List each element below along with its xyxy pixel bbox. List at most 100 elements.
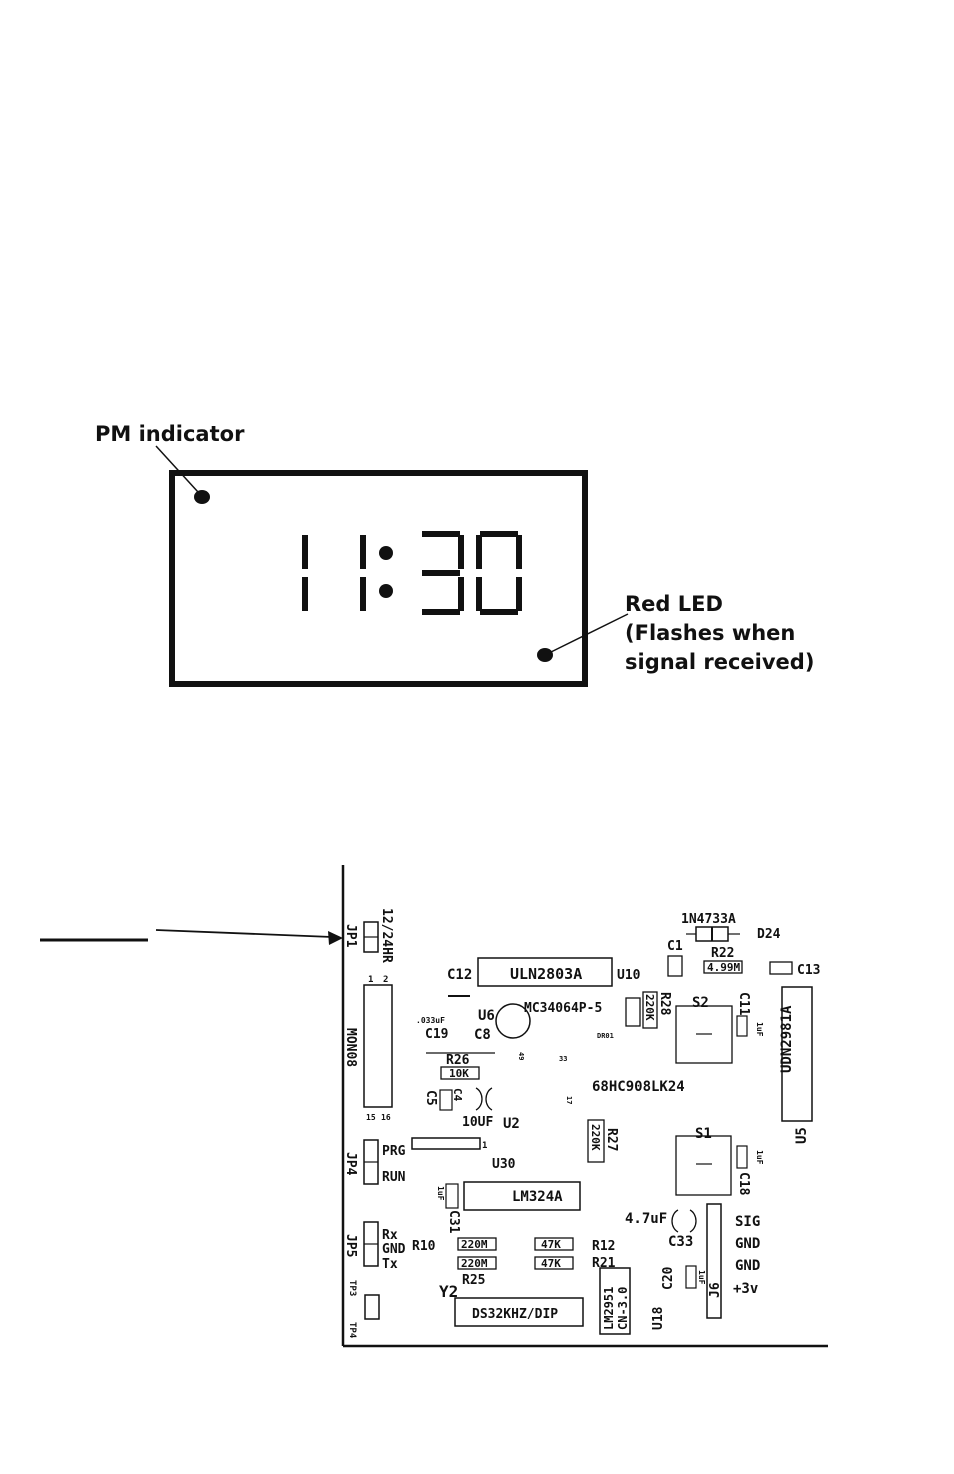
tp3-label: TP3 — [347, 1280, 357, 1296]
pm-indicator-dot — [194, 490, 210, 504]
r27-resistor — [587, 1119, 605, 1163]
digit-3-segment-f — [476, 535, 482, 569]
dr01-label: DR01 — [597, 1032, 614, 1040]
clock-digits — [302, 531, 522, 615]
jp5-tx: Tx — [382, 1257, 398, 1272]
gnd-label-2: GND — [735, 1258, 760, 1274]
jp5-label: JP5 — [343, 1234, 358, 1257]
pm-indicator-leader — [155, 445, 199, 493]
colon-dot-bottom — [379, 584, 393, 598]
lm324a-chip — [463, 1181, 581, 1211]
c11-label: C11 — [736, 992, 751, 1016]
pin49-label: 49 — [517, 1052, 525, 1060]
u30-label: U30 — [492, 1157, 516, 1172]
r21-value: 47K — [541, 1257, 561, 1270]
digit-3-segment-d — [480, 609, 518, 615]
s2-switch — [675, 1005, 733, 1064]
pin33-label: 33 — [559, 1055, 567, 1063]
digit-2-segment-g — [422, 570, 460, 576]
j6-connector — [706, 1203, 722, 1319]
mon08-label: MON08 — [343, 1028, 358, 1067]
pm-indicator-label: PM indicator — [95, 422, 245, 446]
plus3v-label: +3v — [733, 1281, 758, 1297]
u6-part-label: MC34064P-5 — [524, 1001, 602, 1016]
r22-resistor — [703, 960, 743, 974]
pin17-label: 17 — [565, 1096, 573, 1104]
crystal-part — [454, 1297, 584, 1327]
tp4-label: TP4 — [347, 1322, 357, 1339]
r25-value: 220M — [461, 1257, 488, 1270]
clock-display-figure: PM indicator 11 30 Red LED (Flashes when… — [0, 0, 814, 687]
mon08-pin15: 15 — [366, 1113, 376, 1122]
y2-label: Y2 — [439, 1282, 458, 1301]
crystal-label: DS32KHZ/DIP — [472, 1307, 558, 1322]
gnd-label-1: GND — [735, 1236, 760, 1252]
mon08-pin1: 1 — [368, 975, 373, 985]
r22-label: R22 — [711, 946, 734, 961]
pcb-layout-figure: JP1 12/24HR 1 2 15 16 MON08 JP4 PRG RUN … — [40, 865, 828, 1348]
jp4-label: JP4 — [343, 1152, 358, 1176]
mon08-pin16: 16 — [381, 1113, 391, 1122]
r10-label: R10 — [412, 1239, 436, 1254]
c5-label: C5 — [423, 1090, 438, 1106]
c31-label: C31 — [446, 1210, 461, 1234]
s1-switch — [675, 1135, 732, 1196]
c33-label: C33 — [668, 1234, 693, 1250]
digit-0-segment-c — [302, 577, 308, 611]
c1-label: C1 — [667, 939, 683, 954]
clock-hours-text: 11 — [0, 0, 1, 1]
c18-label: C18 — [736, 1172, 751, 1196]
jp4-run: RUN — [382, 1170, 406, 1185]
pointer-arrow-head — [328, 931, 343, 945]
cn30-label: CN-3.0 — [616, 1287, 630, 1330]
r25-resistor — [457, 1256, 497, 1270]
jp4-prg: PRG — [382, 1144, 406, 1159]
r21-resistor — [534, 1256, 574, 1270]
digit-2-segment-d — [422, 609, 460, 615]
c20-value: 1uF — [697, 1270, 706, 1285]
r12-resistor — [534, 1237, 574, 1251]
sig-label: SIG — [735, 1214, 760, 1230]
red-led-dot — [537, 648, 553, 662]
d24-label: D24 — [757, 927, 781, 942]
pointer-arrow-shaft — [155, 929, 333, 938]
u6-label: U6 — [478, 1008, 495, 1024]
digit-3-segment-c — [516, 577, 522, 611]
digit-3-segment-e — [476, 577, 482, 611]
r22-value: 4.99M — [707, 961, 740, 974]
red-led-note-1: (Flashes when — [625, 621, 795, 645]
u5-label: U5 — [794, 1127, 810, 1144]
c4-label: C4 — [451, 1088, 464, 1102]
uln2803a-label: ULN2803A — [510, 965, 582, 983]
digit-1-segment-b — [360, 535, 366, 569]
r27-value: 220K — [589, 1124, 602, 1151]
mon08-pin2: 2 — [383, 975, 388, 985]
u2-label: U2 — [503, 1116, 520, 1132]
jp5-gnd: GND — [382, 1242, 406, 1257]
c20-label: C20 — [661, 1266, 676, 1290]
r10-value: 220M — [461, 1238, 488, 1251]
lm324a-label: LM324A — [512, 1189, 563, 1205]
c18-value: 1uF — [755, 1150, 764, 1165]
red-led-note-2: signal received) — [625, 650, 814, 674]
u30-part — [411, 1137, 481, 1150]
d24-part-label: 1N4733A — [681, 912, 736, 927]
mcu-label: 68HC908LK24 — [592, 1079, 685, 1095]
r26-label: R26 — [446, 1053, 470, 1068]
jp1-function-label: 12/24HR — [379, 908, 394, 963]
digit-2-segment-a — [422, 531, 460, 537]
r12-value: 47K — [541, 1238, 561, 1251]
digit-3-segment-b — [516, 535, 522, 569]
c8-label: C8 — [474, 1027, 491, 1043]
uln2803a-chip — [477, 957, 613, 987]
c31-value: 1uF — [436, 1186, 445, 1201]
j6-label: J6 — [708, 1282, 723, 1298]
s1-label: S1 — [695, 1126, 712, 1142]
u6-package — [495, 1003, 531, 1039]
r28-value: 220K — [643, 994, 656, 1021]
c19-label: C19 — [425, 1027, 448, 1042]
jp5-rx: Rx — [382, 1228, 398, 1243]
udn2981a-chip — [781, 986, 813, 1122]
